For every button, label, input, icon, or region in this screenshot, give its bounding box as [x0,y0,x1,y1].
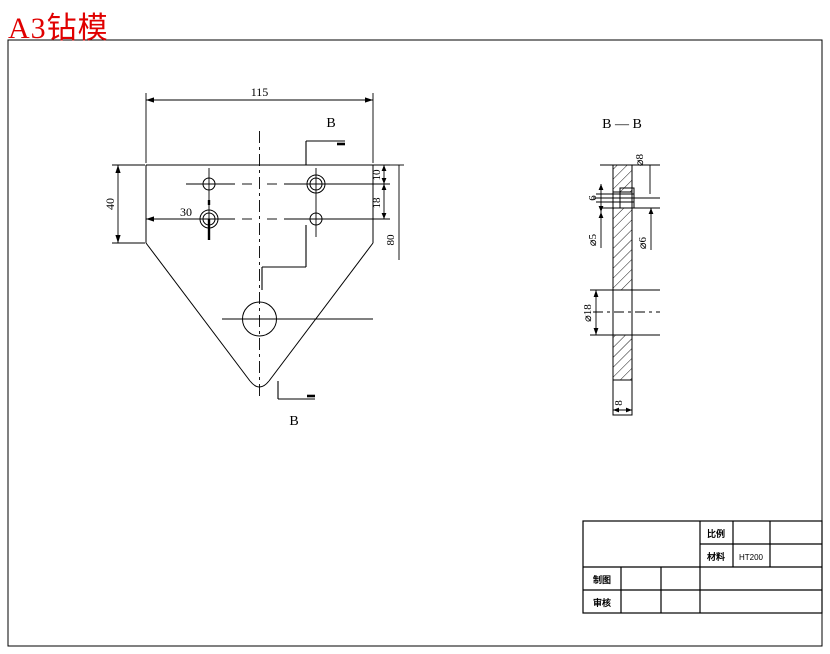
page-title: A3钻模 [8,12,109,45]
dimension-dia6-label: ⌀6 [637,236,649,249]
dimension-80 [390,164,404,260]
section-mark-b-top-label: B [326,116,335,131]
dimension-40 [112,164,145,244]
dimension-10-label: 10 [371,169,383,181]
dimension-10 [373,164,390,185]
title-block-material-value: HT200 [739,553,764,562]
dimension-dia5-label: ⌀5 [587,233,599,246]
title-block-scale-label: 比例 [707,528,725,540]
dimension-6-depth [598,184,604,212]
section-cut-line [261,225,307,290]
hole-center-large [242,301,277,337]
dimension-30-label: 30 [180,205,192,219]
section-mark-b-top [305,140,345,165]
title-block [582,520,823,614]
dimension-dia18-label: ⌀18 [582,304,594,322]
title-block-drawn-label: 制图 [593,574,611,586]
hole-lower-right [309,212,323,226]
section-view-title: B — B [602,117,642,132]
dimension-80-label: 80 [385,234,397,246]
hole-upper-left [202,177,216,191]
dimension-dia6 [648,208,654,250]
dimension-thk8 [613,407,632,413]
dimension-18-label: 18 [371,197,383,209]
title-block-material-label: 材料 [706,551,725,563]
section-body-hatching [612,164,633,416]
section-mark-b-bottom [277,381,315,400]
dimension-115-label: 115 [251,85,269,99]
dimension-dia5 [598,212,604,248]
dimension-6-depth-label: 6 [587,195,599,201]
hole-upper-right [306,174,326,194]
main-view-hole-centerlines [180,168,373,320]
dimension-30 [146,216,206,222]
title-block-checked-label: 审核 [593,597,611,609]
dimension-40-label: 40 [103,198,117,210]
dimension-dia18 [590,289,612,336]
sheet-border [7,39,823,647]
dimension-thk8-label: 8 [613,400,625,406]
dimension-115 [145,93,374,163]
dimension-18 [373,184,390,220]
dimension-dia8-label: ⌀8 [634,153,646,166]
section-mark-b-bottom-label: B [289,414,298,429]
